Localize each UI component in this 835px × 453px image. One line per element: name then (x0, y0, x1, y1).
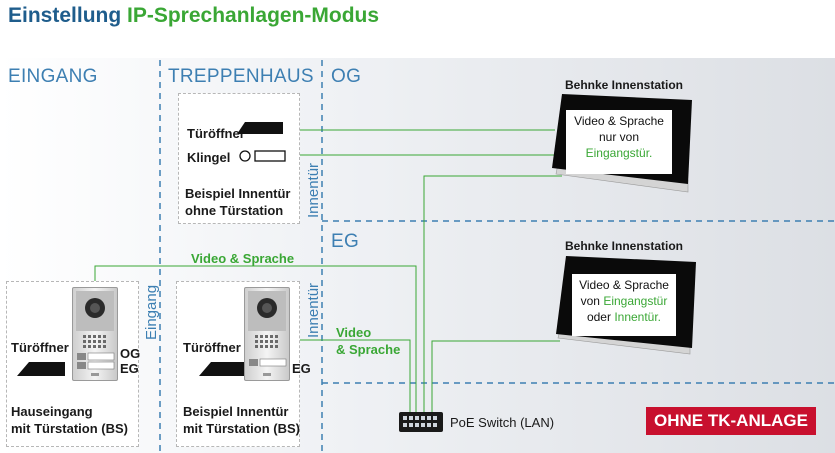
station-bottom-label: Behnke Innenstation (565, 239, 684, 253)
station-bottom-screen: Video & Sprache von Eingangstür oder Inn… (572, 274, 676, 336)
wire-label-sprache: & Sprache (336, 342, 401, 357)
vertical-label-eingang: Eingang (143, 284, 160, 340)
station-top-label: Behnke Innenstation (565, 78, 684, 92)
station-top-line1: Video & Sprache (574, 114, 664, 128)
poe-switch-label: PoE Switch (LAN) (450, 415, 555, 430)
treppenhaus-tueroeffner-label: Türöffner (187, 126, 245, 141)
speaker-grille-icon (83, 335, 106, 348)
wires-green (94, 129, 562, 412)
door-opener-icon (237, 122, 283, 134)
zone-label-eg: EG (331, 231, 360, 252)
poe-switch-icon (399, 412, 443, 432)
bell-button-eg (249, 359, 258, 366)
innentuer-door-opener (199, 362, 247, 376)
hauseingang-caption-2: mit Türstation (BS) (11, 421, 128, 436)
name-plate-icon (254, 150, 286, 162)
station-top-line3: Eingangstür. (585, 146, 653, 160)
title-main: Einstellung (8, 4, 128, 27)
ohne-tk-anlage-badge: OHNE TK-ANLAGE (646, 407, 816, 435)
door-station-graphic (248, 291, 287, 376)
station-bottom-line3-accent: Innentür. (614, 310, 662, 324)
bell-button-icon (239, 150, 251, 162)
page-title: Einstellung IP-Sprechanlagen-Modus (8, 4, 379, 28)
innentuer-caption-1: Beispiel Innentür (183, 404, 289, 419)
door-opener-icon (17, 362, 65, 376)
hauseingang-eg-label: EG (120, 361, 139, 376)
vertical-label-innentuer-top: Innentür (305, 162, 322, 218)
treppenhaus-caption-1: Beispiel Innentür (185, 186, 291, 201)
door-station-hauseingang (72, 287, 118, 381)
bell-button-eg (77, 362, 86, 369)
hauseingang-tueroeffner-label: Türöffner (11, 340, 69, 355)
treppenhaus-klingel-label: Klingel (187, 150, 231, 165)
wire-switch-og (423, 175, 562, 412)
door-station-graphic (76, 291, 115, 376)
station-bottom-line1: Video & Sprache (579, 278, 669, 292)
innentuer-tueroeffner-label: Türöffner (183, 340, 241, 355)
treppenhaus-devices (237, 122, 286, 162)
hauseingang-og-label: OG (120, 346, 141, 361)
hauseingang-door-opener (17, 362, 65, 376)
wire-switch-eg (431, 340, 560, 412)
speaker-grille-icon (255, 335, 278, 348)
wire-innentuer-station (288, 339, 411, 412)
bell-button-og (77, 353, 86, 360)
innentuer-eg-label: EG (292, 361, 311, 376)
wire-label-video-sprache: Video & Sprache (191, 251, 295, 266)
station-bottom-line2-pre: von (580, 294, 604, 308)
wire-hauseingang (94, 265, 417, 412)
hauseingang-caption-1: Hauseingang (11, 404, 93, 419)
wire-label-video: Video (336, 325, 372, 340)
innentuer-caption-2: mit Türstation (BS) (183, 421, 300, 436)
station-top-screen: Video & Sprache nur von Eingangstür. (566, 110, 672, 174)
vertical-label-innentuer-bottom: Innentür (305, 282, 322, 338)
door-station-innentuer (244, 287, 290, 381)
door-opener-icon (199, 362, 247, 376)
station-bottom-line3-pre: oder (586, 310, 615, 324)
background-panel (0, 58, 835, 453)
title-accent: IP-Sprechanlagen-Modus (127, 4, 380, 27)
zone-label-treppenhaus: TREPPENHAUS (168, 66, 314, 87)
box-treppenhaus: Türöffner Klingel Beispiel Innentür ohne… (178, 93, 300, 224)
zone-label-og: OG (331, 66, 362, 87)
station-bottom-line2-accent: Eingangstür (603, 294, 668, 308)
zone-label-eingang: EINGANG (8, 66, 98, 87)
treppenhaus-caption-2: ohne Türstation (185, 203, 284, 218)
station-top-line2: nur von (598, 130, 640, 144)
